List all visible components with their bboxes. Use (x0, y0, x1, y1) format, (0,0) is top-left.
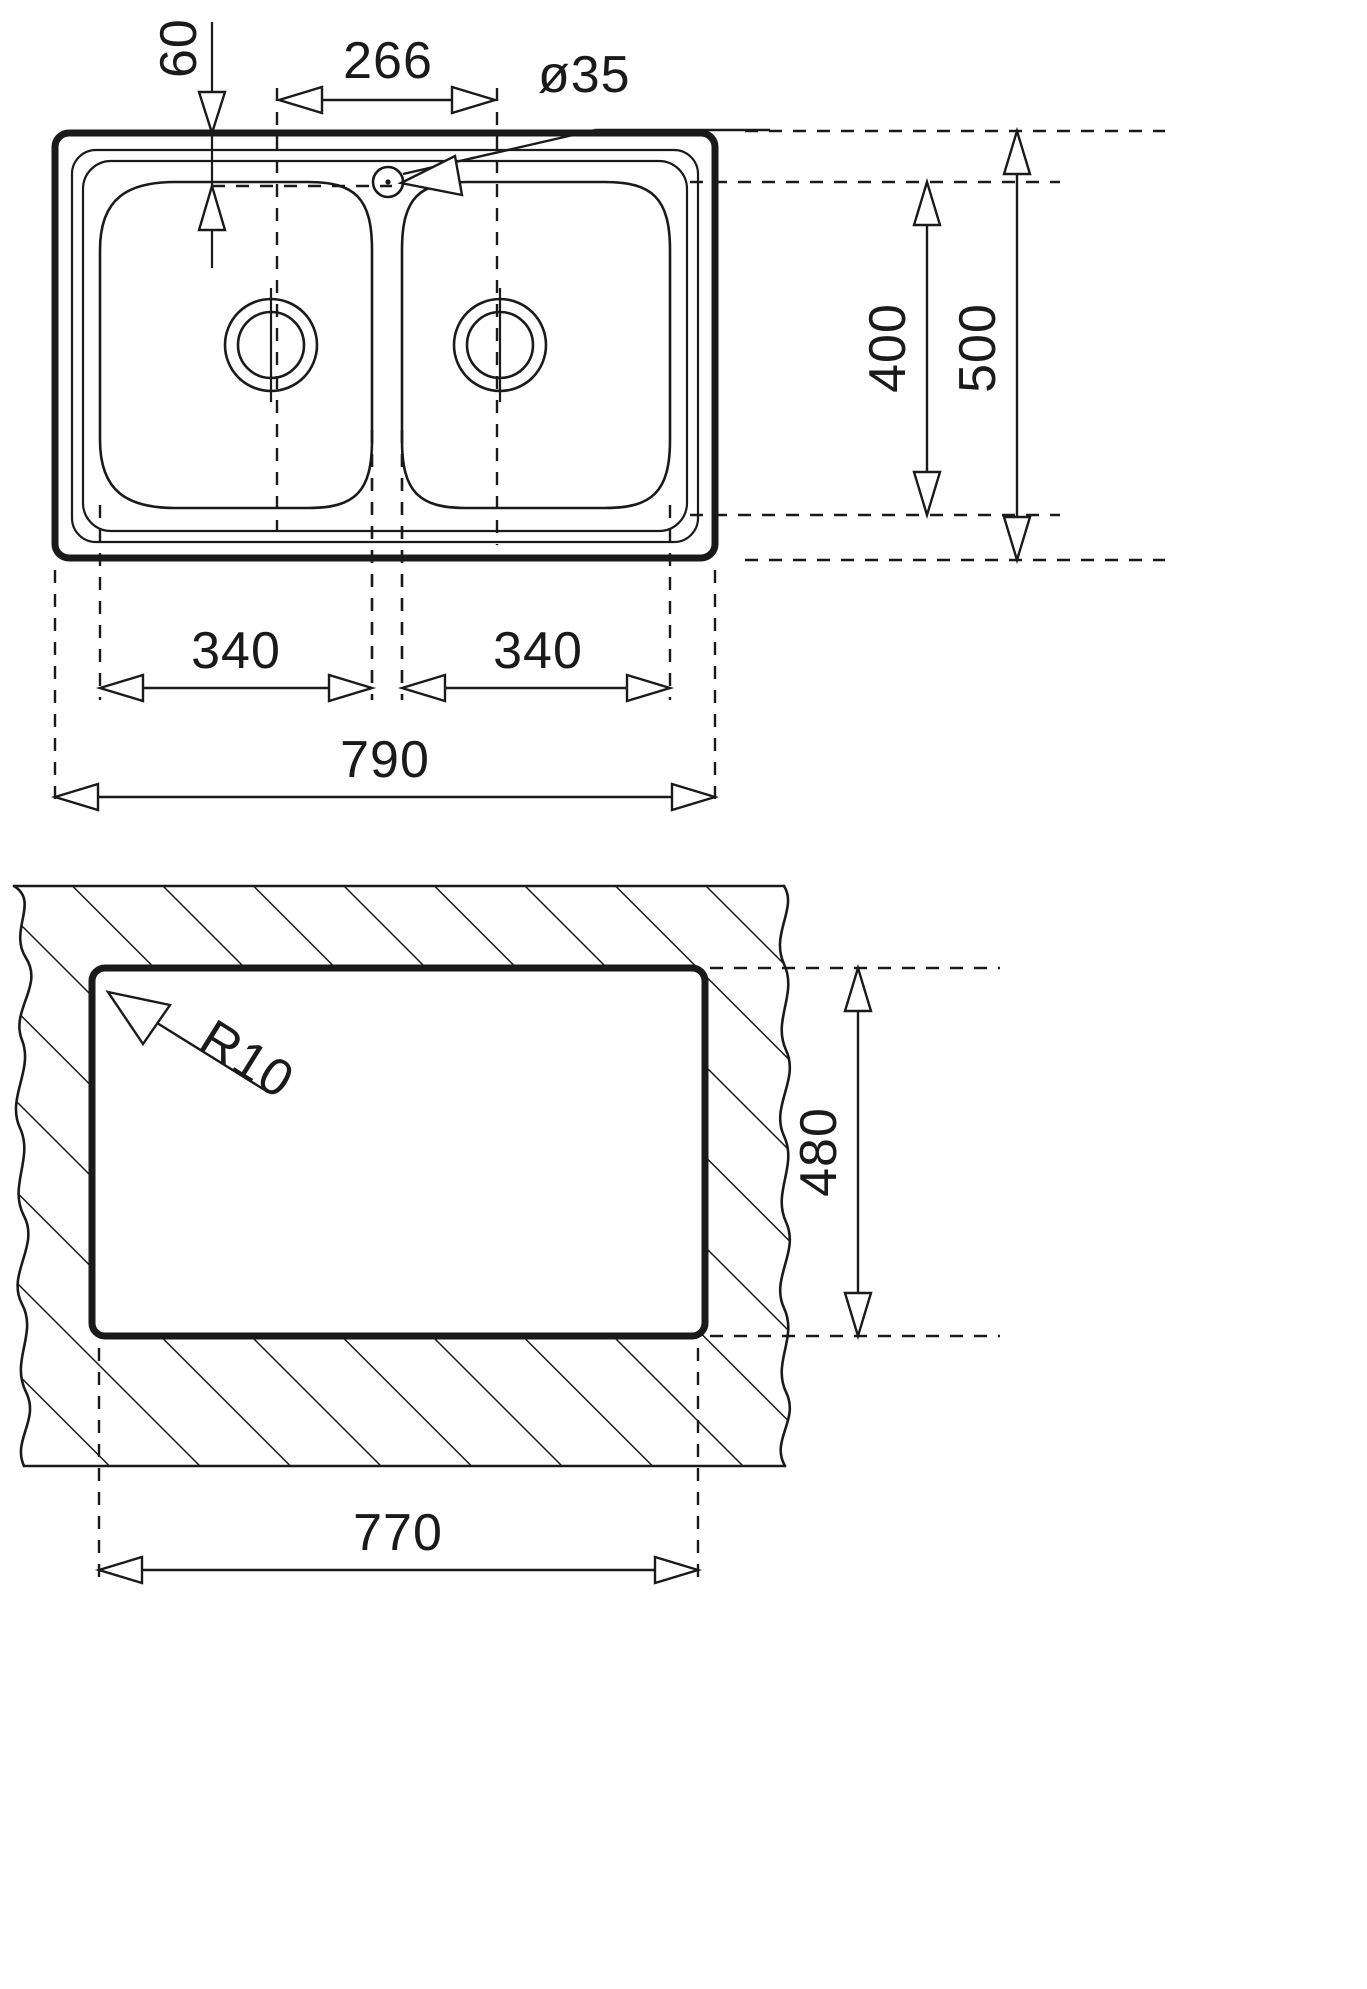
dim790-arrow-left (50, 782, 100, 812)
dim-label-400: 400 (859, 303, 917, 393)
sink-outer-rim (51, 129, 719, 562)
dim-label-480: 480 (790, 1107, 848, 1197)
dim-label-500: 500 (949, 303, 1007, 393)
dim480-arrow-bottom (843, 1291, 873, 1341)
dim340-left-arrow-end (327, 673, 377, 703)
top-view-group: 60 266 ø35 400 500 (50, 18, 1165, 812)
sink-rim-inner-line (70, 148, 700, 544)
dia35-arrow (397, 154, 464, 197)
dim60-arrow-bottom (197, 181, 227, 232)
dim500-arrow-bottom (1002, 515, 1032, 565)
dim-label-340-right: 340 (493, 622, 583, 680)
dim-label-60: 60 (150, 18, 208, 78)
cutout-aperture-fill (92, 968, 705, 1336)
worktop-break-edge-left (12, 884, 33, 1468)
dim266-arrow-right (450, 85, 500, 115)
dim790-arrow-right (670, 782, 720, 812)
dim770-arrow-left (94, 1555, 144, 1585)
dim340-right-arrow-start (397, 673, 447, 703)
dim-label-266: 266 (343, 32, 433, 90)
worktop-break-edge-right (778, 884, 792, 1468)
dim-label-770: 770 (353, 1504, 443, 1562)
sink-bowl-right (400, 180, 672, 510)
dim-label-790: 790 (340, 731, 430, 789)
sink-rim-bead-line (81, 159, 689, 533)
cutout-aperture-outline (88, 964, 709, 1340)
dim-label-340-left: 340 (191, 622, 281, 680)
dim60-arrow-top (197, 90, 227, 137)
dim480-arrow-top (843, 963, 873, 1013)
r10-arrow (105, 990, 173, 1047)
dim500-arrow-top (1002, 126, 1032, 176)
faucet-hole-center-dot (385, 179, 391, 185)
dim770-arrow-right (653, 1555, 703, 1585)
dim266-arrow-left (274, 85, 324, 115)
dim-label-d35: ø35 (538, 46, 631, 104)
dim340-left-arrow-start (95, 673, 145, 703)
sink-bowl-left (98, 180, 374, 510)
dim340-right-arrow-end (625, 673, 675, 703)
cutout-view-group: R10 480 770 (12, 884, 1000, 1585)
dim400-arrow-bottom (912, 470, 942, 520)
dim400-arrow-top (912, 177, 942, 227)
